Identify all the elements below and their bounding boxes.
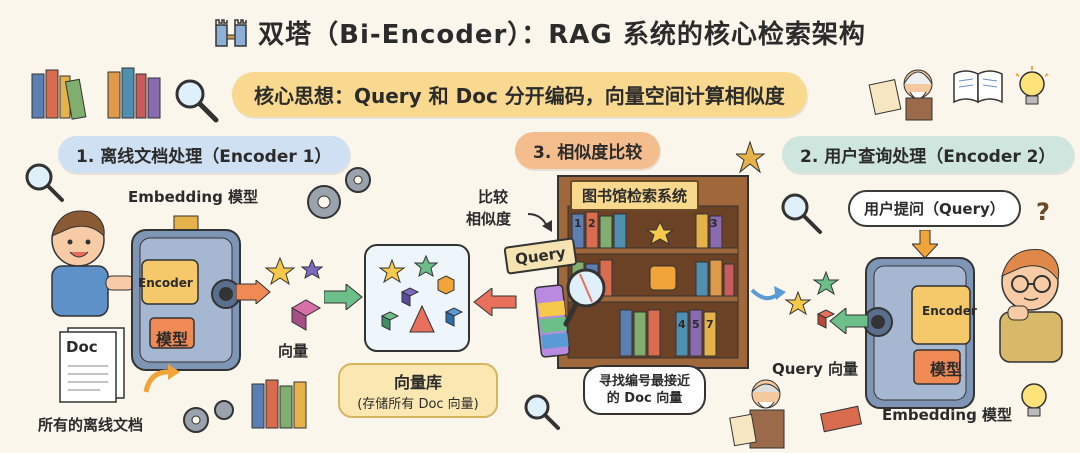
arrow-from-encoder-right	[829, 308, 869, 334]
user-question-bubble: 用户提问（Query）	[848, 190, 1021, 227]
section-query-header: 2. 用户查询处理（Encoder 2）	[782, 136, 1074, 173]
vector-shapes-left	[264, 256, 324, 331]
encoder-label-left: Encoder	[138, 276, 193, 290]
feed-arrow-icon	[143, 364, 180, 393]
magnifier-icon	[781, 193, 822, 234]
compare-label-line2: 相似度	[466, 210, 512, 228]
curved-arrow-icon	[750, 286, 786, 301]
shelf-label-3: 3	[710, 217, 718, 230]
twin-tower-icon	[215, 19, 247, 47]
books-stack-icon	[31, 67, 161, 120]
embedding-model-label-right: Embedding 模型	[882, 406, 1013, 424]
search-hint-bubble: 寻找编号最接近 的 Doc 向量	[583, 365, 707, 415]
query-vector-label: Query 向量	[772, 360, 859, 378]
encoder-machine-left	[131, 215, 241, 371]
doc-label: Doc	[66, 338, 98, 356]
lightbulb-icon	[1015, 66, 1049, 105]
shelf-label-5: 5	[692, 318, 700, 331]
scholar-character-icon	[868, 69, 933, 121]
search-hint-line1: 寻找编号最接近	[599, 374, 691, 389]
shelf-label-7: 7	[706, 318, 714, 331]
boy-character-icon	[51, 210, 135, 317]
library-system-sign: 图书馆检索系统	[570, 180, 700, 211]
encoder-machine-right	[863, 257, 975, 409]
model-label-right: 模型	[930, 360, 963, 379]
librarian-character-icon	[729, 379, 785, 449]
thinking-user-icon	[999, 249, 1063, 363]
vector-db-box	[364, 244, 470, 352]
output-arrow-left	[236, 280, 271, 304]
books-row-icon	[251, 379, 307, 429]
embedding-model-label-left: Embedding 模型	[128, 188, 259, 206]
gears-icon	[307, 167, 371, 219]
magnifier-icon	[175, 79, 219, 123]
search-hint-line2: 的 Doc 向量	[606, 391, 683, 406]
shelf-label-1: 1	[574, 217, 582, 230]
offline-docs-caption: 所有的离线文档	[38, 416, 144, 434]
magnifier-icon	[524, 394, 560, 430]
documents-stack-icon	[59, 327, 125, 403]
section-similarity-header: 3. 相似度比较	[515, 132, 661, 169]
open-book-icon	[953, 70, 1003, 104]
vector-db-caption: (存储所有 Doc 向量)	[357, 397, 479, 412]
core-idea-banner: 核心思想：Query 和 Doc 分开编码，向量空间计算相似度	[232, 72, 807, 117]
compare-label-line1: 比较	[478, 188, 509, 206]
page-title: 双塔（Bi-Encoder）：RAG 系统的核心检索架构	[0, 14, 1080, 51]
lightbulb-icon	[1021, 383, 1047, 417]
question-mark-icon: ?	[1036, 198, 1050, 226]
closed-book-icon	[819, 405, 863, 433]
vector-db-title: 向量库	[393, 373, 442, 392]
down-arrow-icon	[912, 230, 938, 258]
shelf-label-2: 2	[588, 217, 596, 230]
arrow-from-similarity	[473, 288, 517, 316]
section-offline-header: 1. 离线文档处理（Encoder 1）	[58, 136, 350, 173]
vector-db-label: 向量库 (存储所有 Doc 向量)	[338, 363, 498, 418]
query-character-icon	[534, 268, 606, 358]
vector-label-left: 向量	[278, 342, 309, 360]
sparkle-arrows-icon	[736, 140, 766, 174]
arrow-to-vectordb	[324, 284, 363, 310]
shelf-label-4: 4	[678, 318, 686, 331]
vector-shapes-right	[784, 270, 840, 329]
gears-icon-small	[183, 400, 234, 433]
model-label-left: 模型	[156, 330, 189, 349]
encoder-label-right: Encoder	[922, 304, 977, 318]
compare-arrow-icon	[527, 213, 552, 232]
magnifier-icon	[25, 163, 64, 202]
